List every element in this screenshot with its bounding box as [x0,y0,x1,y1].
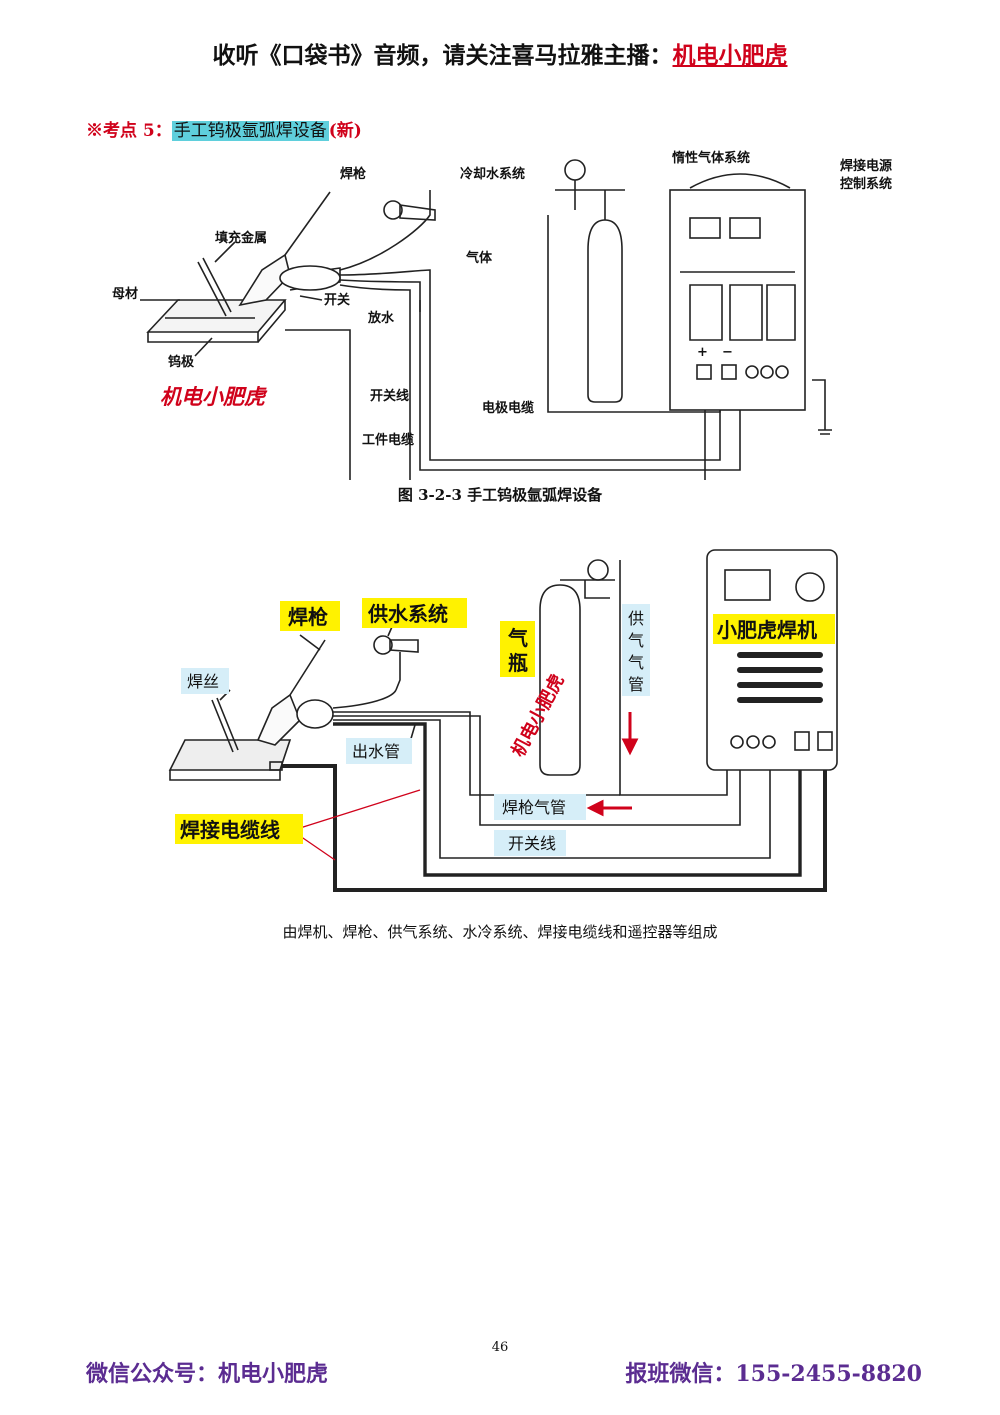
torch2-body-shape [256,693,301,746]
base-plate-shape [146,299,287,333]
label2-outlet: 出水管 [352,742,400,761]
welder-box-shape [706,549,838,771]
blue-labels [181,604,650,856]
label2-wire: 焊丝 [187,672,219,691]
figure-1-caption: 图 3-2-3 手工钨极氩弧焊设备 [397,486,603,504]
label2-torch: 焊枪 [288,605,328,629]
label-drain: 放水 [367,310,395,326]
label2-water-supply: 供水系统 [367,602,448,626]
label2-machine: 小肥虎焊机 [717,618,817,642]
cylinder2-shape [539,584,581,776]
footer-class-wechat: 报班微信：155-2455-8820 [625,1361,922,1387]
torch-body-shape [238,253,291,307]
label-filler: 填充金属 [215,230,267,246]
label-cooling: 冷却水系统 [460,166,525,182]
label2-switch-line: 开关线 [508,834,556,853]
header-brand-link[interactable]: 机电小肥虎 [672,42,788,69]
label-power-2: 控制系统 [840,176,892,192]
workpiece-shape [168,739,292,771]
label-power-1: 焊接电源 [840,158,892,174]
label-torch-1: 焊枪 [340,166,366,182]
yellow-labels [175,598,835,844]
figure-1-diagram: 焊枪 冷却水系统 惰性气体系统 焊接电源 控制系统 填充金属 气体 母材 开关 … [112,150,892,480]
label2-torch-gas: 焊枪气管 [502,798,566,817]
label2-gas-pipe-1: 供 [628,609,644,628]
section-tag: (新) [328,121,362,141]
gas-cylinder-shape [587,219,623,403]
label2-bottle-1: 气 [507,626,528,650]
footer-wechat-account: 微信公众号：机电小肥虎 [86,1361,329,1387]
watermark-1: 机电小肥虎 [160,385,268,409]
label-tungsten: 钨极 [168,354,195,370]
label-work-cable: 工件电缆 [362,432,414,448]
label-base: 母材 [112,286,138,302]
label-electrode-cable: 电极电缆 [482,400,534,416]
section-marker: ※考点 5： [86,121,172,141]
label2-gas-pipe-2: 气 [628,631,644,650]
label-switch: 开关 [324,292,350,308]
section-highlight: 手工钨极氩弧焊设备 [171,121,329,141]
label2-bottle-2: 瓶 [508,651,528,675]
label-plus: + [697,345,708,360]
label-gas-1: 气体 [466,250,493,266]
figure-2-caption: 由焊机、焊枪、供气系统、水冷系统、焊接电缆线和遥控器等组成 [282,923,718,941]
power-source-shape [669,189,806,411]
page-number: 46 [491,1340,509,1355]
label2-gas-pipe-4: 管 [628,675,644,694]
label-switch-line-1: 开关线 [370,388,409,404]
page-header: 收听《口袋书》音频，请关注喜马拉雅主播：机电小肥虎 [0,36,1000,70]
section-title: ※考点 5：手工钨极氩弧焊设备(新) [86,116,362,141]
header-prefix: 收听《口袋书》音频，请关注喜马拉雅主播： [212,42,673,69]
figure-2-diagram: 焊枪 供水系统 气 瓶 小肥虎焊机 焊接电缆线 焊丝 出水管 焊枪气管 开关线 … [168,549,838,892]
label2-gas-pipe-3: 气 [628,653,644,672]
label2-cable: 焊接电缆线 [180,818,280,842]
label-minus: − [722,345,733,360]
label-inert-gas: 惰性气体系统 [672,150,750,166]
